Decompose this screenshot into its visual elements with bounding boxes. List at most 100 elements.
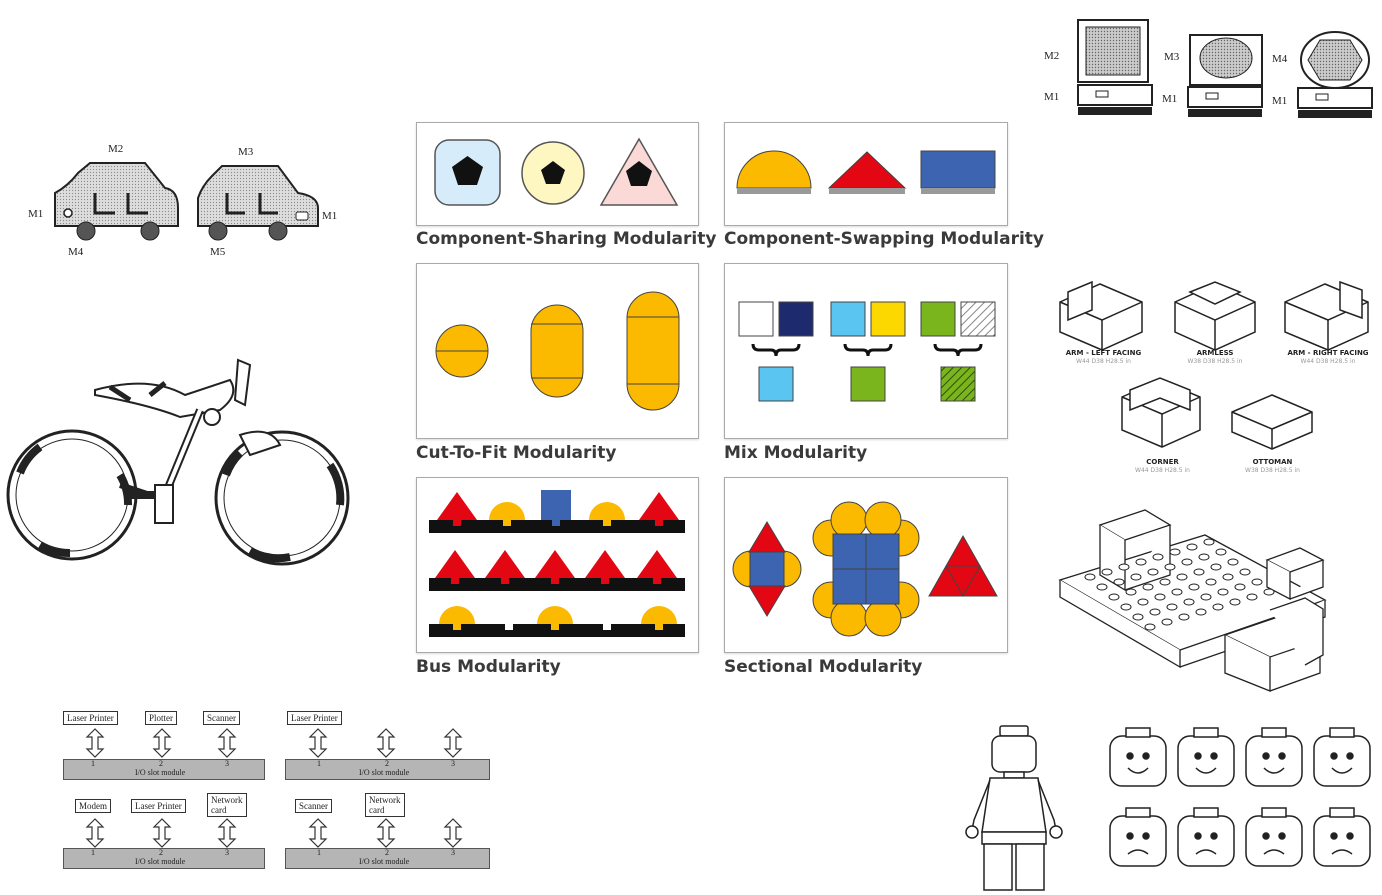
minifig-head	[1177, 807, 1235, 867]
double-arrow-icon	[376, 818, 396, 848]
io1-slot-bar	[63, 759, 265, 780]
computer-label-m1-a: M1	[1044, 91, 1060, 103]
computer-label-m1-b: M1	[1162, 93, 1178, 105]
io3-bar-label: I/O slot module	[135, 857, 186, 866]
io4-num-3: 3	[451, 848, 455, 857]
minifig-head	[1313, 727, 1371, 787]
lego-stud	[1166, 603, 1178, 611]
io3-num-1: 1	[91, 848, 95, 857]
io-arrows	[85, 728, 463, 848]
car-label-m5: M5	[210, 246, 226, 258]
io3-box-modem: Modem	[75, 799, 111, 813]
minifig-head	[1177, 727, 1235, 787]
lego-stud	[1239, 568, 1251, 576]
car-diagram: M1 M2 M4 M3 M1 M5	[20, 138, 360, 268]
component-swapping-graphic	[736, 150, 996, 194]
lego-stud	[1188, 583, 1200, 591]
cut-to-fit-graphic	[435, 291, 680, 411]
component-sharing-graphic	[434, 137, 679, 206]
io1-num-1: 1	[91, 759, 95, 768]
lego-stud	[1154, 593, 1166, 601]
lego-stud	[1210, 563, 1222, 571]
sofa-corner-title: CORNER	[1146, 458, 1179, 466]
car-label-m1-right: M1	[322, 210, 338, 222]
minifig-head	[1109, 727, 1167, 787]
double-arrow-icon	[217, 728, 237, 758]
io2-box-laser-printer: Laser Printer	[287, 711, 342, 725]
lego-bricks-illustration	[1058, 509, 1327, 692]
io1-box-laser-printer: Laser Printer	[63, 711, 118, 725]
minifig-head	[1245, 727, 1303, 787]
lego-stud	[1193, 568, 1205, 576]
lego-stud	[1120, 603, 1132, 611]
lego-stud	[1222, 573, 1234, 581]
lego-stud	[1227, 558, 1239, 566]
panel-component-swapping	[724, 122, 1008, 226]
computer-diagram: M2 M1 M3 M1 M4 M1	[1040, 15, 1380, 120]
io1-box-plotter: Plotter	[145, 711, 177, 725]
double-arrow-icon	[308, 728, 328, 758]
lego-stud	[1113, 578, 1125, 586]
lego-stud	[1217, 588, 1229, 596]
panel-cut-to-fit	[416, 263, 699, 439]
double-arrow-icon	[217, 818, 237, 848]
double-arrow-icon	[152, 728, 172, 758]
bicycle-illustration	[6, 358, 350, 566]
io1-box-scanner: Scanner	[203, 711, 240, 725]
lego-stud	[1142, 583, 1154, 591]
lego-stud	[1181, 558, 1193, 566]
lego-stud	[1246, 593, 1258, 601]
lego-stud	[1132, 613, 1144, 621]
lego-stud	[1147, 568, 1159, 576]
io-slot-diagrams: Laser Printer Plotter Scanner 1 2 3 I/O …	[55, 703, 505, 873]
lego-stud	[1176, 573, 1188, 581]
io2-slot-bar	[285, 759, 490, 780]
lego-stud	[1149, 608, 1161, 616]
io3-box-network-card: Network card	[207, 793, 247, 817]
sofa-arm-left-dims: W44 D38 H28.5 in	[1076, 358, 1131, 365]
io4-slot-bar	[285, 848, 490, 869]
lego-stud	[1164, 563, 1176, 571]
title-component-sharing: Component-Sharing Modularity	[416, 229, 717, 249]
sofa-arm-left-title: ARM - LEFT FACING	[1065, 349, 1142, 357]
lego-stud	[1215, 548, 1227, 556]
car-label-m4: M4	[68, 246, 84, 258]
car-label-m1-left: M1	[28, 208, 44, 220]
lego-bricks-diagram	[1055, 505, 1380, 695]
title-bus: Bus Modularity	[416, 657, 561, 677]
lego-stud	[1108, 593, 1120, 601]
lego-stud	[1263, 588, 1275, 596]
cars-illustration	[54, 162, 319, 241]
mix-graphic	[738, 301, 996, 402]
computer-label-m4: M4	[1272, 53, 1288, 65]
lego-stud	[1212, 603, 1224, 611]
sofa-armless-title: ARMLESS	[1196, 349, 1234, 357]
lego-stud	[1203, 538, 1215, 546]
double-arrow-icon	[308, 818, 328, 848]
sofa-arm-right-dims: W44 D38 H28.5 in	[1300, 358, 1356, 365]
panel-bus	[416, 477, 699, 653]
lego-stud	[1125, 588, 1137, 596]
lego-stud	[1135, 558, 1147, 566]
double-arrow-icon	[85, 728, 105, 758]
lego-stud	[1130, 573, 1142, 581]
lego-stud	[1229, 598, 1241, 606]
lego-stud	[1195, 608, 1207, 616]
io1-num-2: 2	[159, 759, 163, 768]
panel-component-sharing	[416, 122, 699, 226]
minifig-illustration	[965, 725, 1371, 891]
io4-box-network-card: Network card	[365, 793, 405, 817]
sofa-ottoman-dims: W38 D38 H28.5 in	[1245, 467, 1300, 474]
lego-stud	[1101, 568, 1113, 576]
lego-stud	[1144, 623, 1156, 631]
title-cut-to-fit: Cut-To-Fit Modularity	[416, 443, 617, 463]
car-label-m2: M2	[108, 143, 124, 155]
computer-label-m2: M2	[1044, 50, 1060, 62]
panel-mix	[724, 263, 1008, 439]
lego-stud	[1234, 583, 1246, 591]
bicycle-diagram	[0, 355, 365, 570]
lego-stud	[1118, 563, 1130, 571]
lego-stud	[1205, 578, 1217, 586]
lego-stud	[1183, 598, 1195, 606]
title-component-swapping: Component-Swapping Modularity	[724, 229, 1044, 249]
